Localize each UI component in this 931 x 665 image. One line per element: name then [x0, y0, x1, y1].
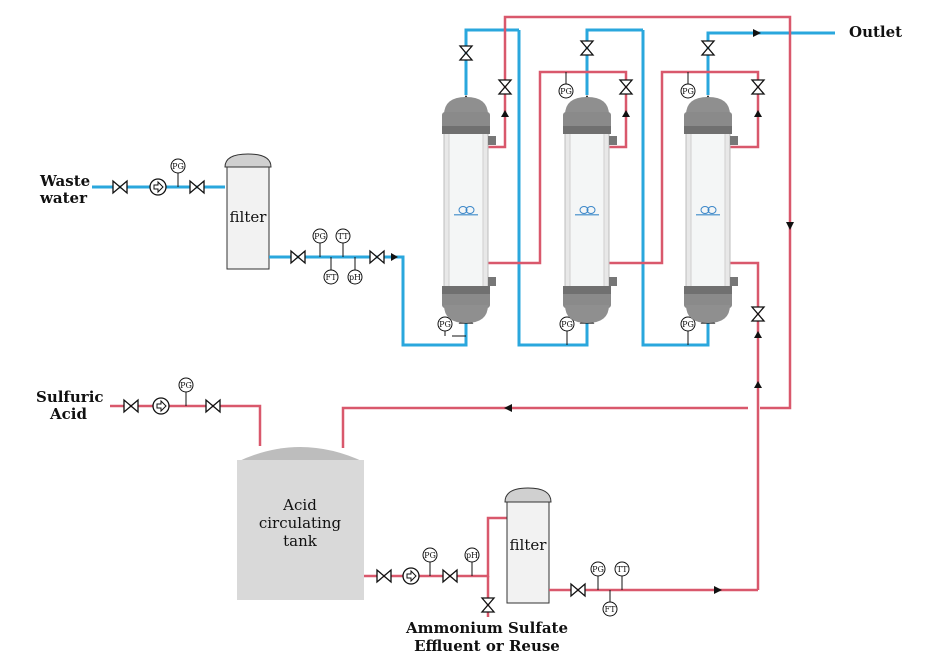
flow-transmitter-label: FT — [605, 605, 617, 614]
membrane-module-icon — [683, 96, 739, 324]
valve-icon[interactable] — [189, 180, 205, 194]
valve-icon[interactable] — [498, 79, 512, 95]
temperature-transmitter-label: TT — [338, 232, 349, 241]
waste-water-label-1: Waste — [39, 172, 90, 190]
filter-2: filter — [504, 487, 552, 604]
acid-circulating-tank: Acid circulating tank — [237, 447, 364, 600]
pressure-gauge-label: PG — [314, 232, 326, 241]
ph-sensor-label: pH — [349, 273, 361, 282]
pump-icon[interactable] — [149, 178, 167, 196]
tank-outlet-line: PG pH — [364, 516, 508, 617]
filter-2-outlet-line: PG TT FT — [549, 561, 758, 617]
effluent-label-2: Effluent or Reuse — [414, 637, 560, 655]
temperature-transmitter-label: TT — [617, 565, 628, 574]
valve-icon[interactable] — [459, 45, 473, 61]
tank-label-3: tank — [283, 532, 318, 550]
ph-sensor-label: pH — [466, 551, 478, 560]
pressure-gauge-label: PG — [424, 551, 436, 560]
valve-icon[interactable] — [619, 79, 633, 95]
valve-icon[interactable] — [290, 250, 306, 264]
pressure-gauge-label: PG — [561, 320, 573, 329]
valve-icon[interactable] — [580, 40, 594, 56]
arrow-icon — [714, 586, 722, 594]
tank-label-2: circulating — [259, 514, 342, 532]
pump-icon[interactable] — [402, 567, 420, 585]
pressure-gauge-label: PG — [592, 565, 604, 574]
pressure-gauge-label: PG — [180, 381, 192, 390]
valve-icon[interactable] — [442, 569, 458, 583]
filter-2-label: filter — [510, 536, 548, 554]
filter-1: filter — [224, 153, 272, 270]
module-outlet-lines — [459, 28, 835, 102]
valve-icon[interactable] — [701, 40, 715, 56]
tank-label-1: Acid — [282, 496, 317, 514]
valve-icon[interactable] — [376, 569, 392, 583]
valve-icon[interactable] — [123, 399, 139, 413]
valve-icon[interactable] — [369, 250, 385, 264]
sulfuric-acid-label-1: Sulfuric — [36, 388, 104, 406]
arrow-icon — [391, 253, 398, 261]
filter-1-label: filter — [230, 208, 268, 226]
waste-water-label-2: water — [39, 189, 88, 207]
pressure-gauge-label: PG — [560, 87, 572, 96]
effluent-label-1: Ammonium Sulfate — [405, 619, 568, 637]
pressure-gauge-label: PG — [682, 320, 694, 329]
acid-return-line — [341, 404, 748, 448]
valve-icon[interactable] — [570, 583, 586, 597]
membrane-module-icon — [441, 96, 497, 324]
pressure-gauge-label: PG — [172, 162, 184, 171]
arrow-icon — [504, 404, 512, 412]
valve-icon[interactable] — [112, 180, 128, 194]
valve-icon[interactable] — [751, 306, 765, 322]
pressure-gauge-label: PG — [682, 87, 694, 96]
membrane-module-icon — [562, 96, 618, 324]
sulfuric-acid-label-2: Acid — [49, 405, 87, 423]
waste-water-inlet-line: PG — [92, 158, 225, 196]
valve-icon[interactable] — [751, 79, 765, 95]
filter-outlet-line: PG TT FT pH — [269, 228, 468, 347]
valve-icon[interactable] — [481, 597, 495, 613]
flow-transmitter-label: FT — [326, 273, 338, 282]
pump-icon[interactable] — [152, 397, 170, 415]
pressure-gauge-label: PG — [439, 320, 451, 329]
sulfuric-acid-feed-line: PG — [110, 377, 262, 446]
outlet-label: Outlet — [849, 23, 902, 41]
arrow-icon — [753, 29, 761, 37]
acid-module-loop: PG PG — [487, 15, 794, 590]
valve-icon[interactable] — [205, 399, 221, 413]
